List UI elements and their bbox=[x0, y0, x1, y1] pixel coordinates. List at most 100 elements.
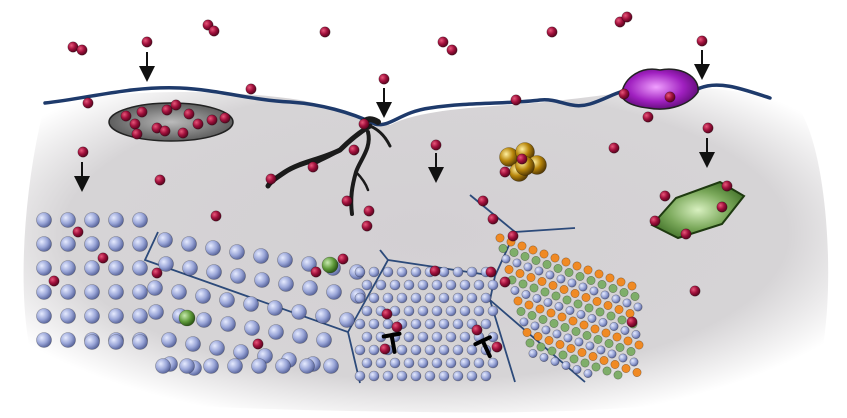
ordered-atom bbox=[588, 351, 598, 361]
ordered-atom bbox=[589, 286, 599, 296]
ordered-atom bbox=[521, 289, 531, 299]
ordered-atom bbox=[572, 261, 582, 271]
ordered-atom bbox=[539, 352, 549, 362]
ordered-atom bbox=[569, 354, 579, 364]
ordered-atom bbox=[537, 276, 547, 286]
ordered-atom bbox=[509, 248, 519, 258]
ordered-atom bbox=[597, 279, 607, 289]
ordered-atom bbox=[571, 326, 581, 336]
matrix-atom bbox=[354, 370, 366, 382]
matrix-atom bbox=[375, 357, 387, 369]
matrix-atom bbox=[368, 344, 380, 356]
matrix-atom bbox=[132, 236, 148, 252]
matrix-atom bbox=[375, 279, 387, 291]
ordered-atom bbox=[533, 331, 543, 341]
ordered-atom bbox=[523, 262, 533, 272]
matrix-atom bbox=[354, 318, 366, 330]
matrix-atom bbox=[459, 279, 471, 291]
matrix-atom bbox=[182, 260, 198, 276]
ordered-atom bbox=[562, 295, 572, 305]
ordered-atom bbox=[607, 349, 617, 359]
matrix-atom bbox=[243, 296, 259, 312]
ordered-atom bbox=[596, 345, 606, 355]
matrix-atom bbox=[424, 344, 436, 356]
matrix-atom bbox=[466, 292, 478, 304]
ordered-atom bbox=[612, 332, 622, 342]
matrix-atom bbox=[36, 332, 52, 348]
matrix-atom bbox=[487, 279, 499, 291]
ordered-atom bbox=[559, 284, 569, 294]
matrix-atom bbox=[244, 320, 260, 336]
ordered-atom bbox=[525, 338, 535, 348]
matrix-atom bbox=[452, 292, 464, 304]
matrix-atom bbox=[361, 331, 373, 343]
ordered-atom bbox=[495, 233, 505, 243]
ordered-atom bbox=[623, 336, 633, 346]
solute-atom bbox=[177, 127, 189, 139]
matrix-atom bbox=[424, 292, 436, 304]
ordered-atom bbox=[613, 370, 623, 380]
dislocation-symbols bbox=[381, 331, 492, 359]
matrix-atom bbox=[431, 305, 443, 317]
matrix-atom bbox=[382, 318, 394, 330]
ordered-atom bbox=[594, 269, 604, 279]
ordered-atom bbox=[578, 282, 588, 292]
matrix-atoms bbox=[36, 212, 499, 382]
matrix-atom bbox=[410, 344, 422, 356]
ordered-atom bbox=[548, 280, 558, 290]
ordered-atom bbox=[544, 335, 554, 345]
ordered-atom bbox=[568, 316, 578, 326]
matrix-atom bbox=[438, 344, 450, 356]
solute-atom bbox=[151, 267, 163, 279]
matrix-atom bbox=[452, 370, 464, 382]
ordered-atom bbox=[579, 320, 589, 330]
ordered-atom bbox=[557, 312, 567, 322]
ordered-atom bbox=[564, 267, 574, 277]
ordered-atom bbox=[614, 304, 624, 314]
solute-atom bbox=[97, 252, 109, 264]
matrix-atom bbox=[431, 357, 443, 369]
matrix-atom bbox=[292, 328, 308, 344]
matrix-atom bbox=[417, 331, 429, 343]
ordered-atom bbox=[586, 275, 596, 285]
matrix-atom bbox=[396, 344, 408, 356]
ordered-atom bbox=[583, 265, 593, 275]
matrix-atom bbox=[278, 276, 294, 292]
matrix-atom bbox=[368, 318, 380, 330]
matrix-atom bbox=[206, 264, 222, 280]
ordered-atom bbox=[591, 362, 601, 372]
matrix-atom bbox=[368, 370, 380, 382]
matrix-atom bbox=[36, 284, 52, 300]
matrix-atom bbox=[147, 280, 163, 296]
solute-atom bbox=[161, 104, 173, 116]
ordered-atom bbox=[583, 368, 593, 378]
matrix-atom bbox=[132, 284, 148, 300]
solute-atom bbox=[252, 338, 264, 350]
matrix-atom bbox=[268, 324, 284, 340]
solute-atom bbox=[626, 316, 638, 328]
ordered-atom bbox=[630, 291, 640, 301]
ordered-atom bbox=[587, 313, 597, 323]
solute-atom bbox=[618, 88, 630, 100]
solute-atom bbox=[391, 321, 403, 333]
matrix-atom bbox=[36, 236, 52, 252]
matrix-atom bbox=[108, 334, 124, 350]
ordered-atom bbox=[558, 350, 568, 360]
solute-atom bbox=[430, 139, 442, 151]
ordered-atom bbox=[532, 293, 542, 303]
solute-atom bbox=[337, 253, 349, 265]
matrix-atom bbox=[382, 370, 394, 382]
solute-atom bbox=[208, 25, 220, 37]
ordered-atom bbox=[553, 263, 563, 273]
matrix-atom bbox=[417, 279, 429, 291]
matrix-atom bbox=[389, 279, 401, 291]
ordered-atom bbox=[592, 296, 602, 306]
ordered-atom bbox=[567, 278, 577, 288]
solute-atom bbox=[310, 266, 322, 278]
ordered-atom bbox=[593, 334, 603, 344]
matrix-atom bbox=[233, 344, 249, 360]
solute-atom bbox=[664, 91, 676, 103]
ordered-atom bbox=[606, 311, 616, 321]
ordered-atom bbox=[550, 253, 560, 263]
matrix-atom bbox=[424, 370, 436, 382]
